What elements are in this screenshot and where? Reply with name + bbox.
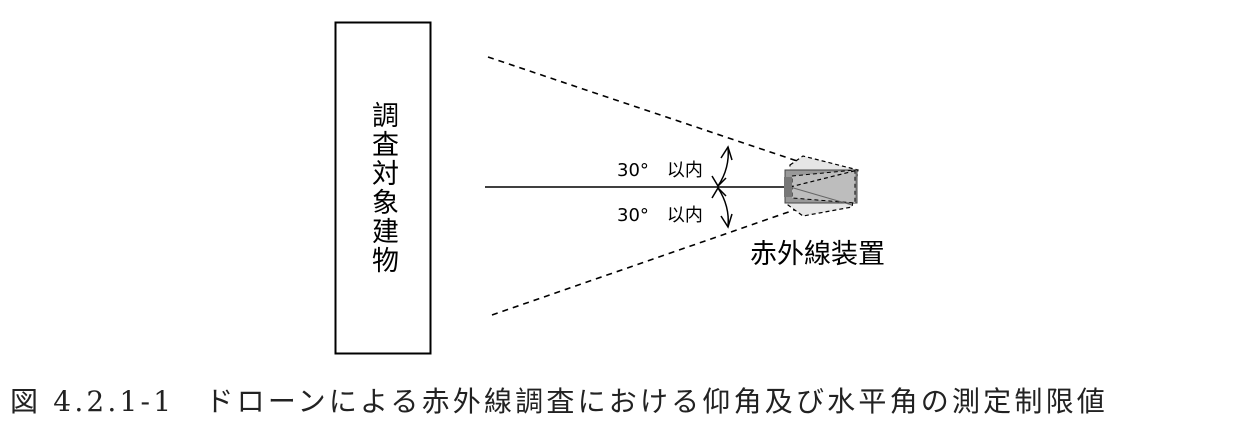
upper-angle-label: 30° 以内: [617, 160, 703, 181]
infrared-device: [784, 155, 859, 217]
upper-limit-line: [487, 56, 801, 163]
building-box: [334, 21, 432, 355]
lower-angle-label: 30° 以内: [617, 205, 703, 226]
figure-caption: 図 4.2.1-1 ドローンによる赤外線調査における仰角及び水平角の測定制限値: [10, 385, 1108, 418]
building-label-box: 調査対象建物: [335, 22, 430, 353]
angle-arrow-lower: [711, 186, 733, 229]
device-label: 赤外線装置: [750, 239, 885, 270]
angle-arrow-upper: [711, 145, 733, 188]
building-label: 調査対象建物: [367, 100, 398, 275]
